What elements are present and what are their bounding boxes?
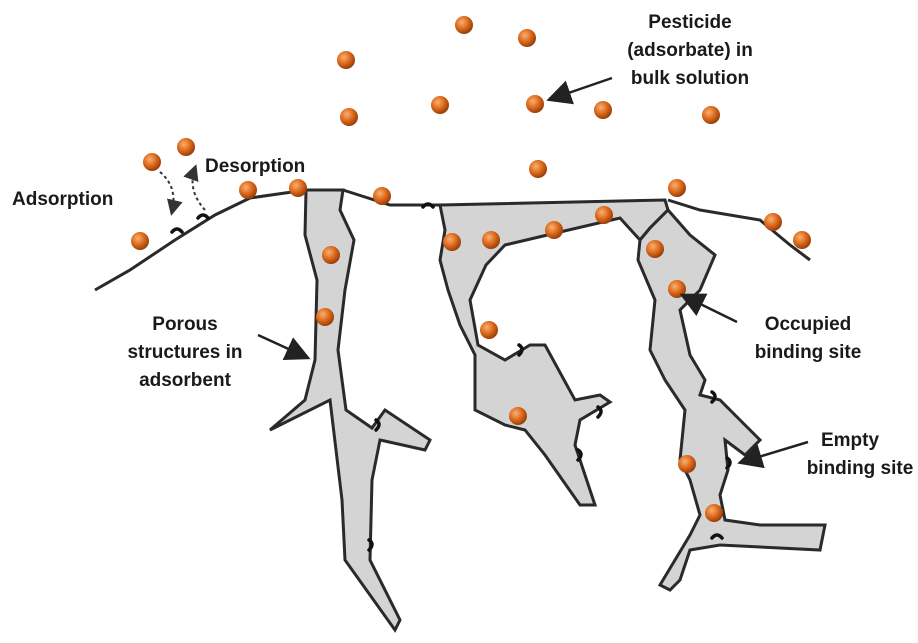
- adsorption-arrow: [160, 172, 174, 212]
- empty-label-line1: Empty: [821, 430, 880, 451]
- desorption-arrow: [193, 168, 205, 210]
- porous-arrow: [258, 335, 306, 357]
- particle: [337, 51, 355, 69]
- porous-label-line3: adsorbent: [139, 370, 232, 391]
- particle: [482, 231, 500, 249]
- particle: [322, 246, 340, 264]
- binding-site: [598, 407, 601, 417]
- occupied-label-line1: Occupied: [765, 314, 852, 335]
- pesticide-arrow: [551, 78, 612, 99]
- particle: [702, 106, 720, 124]
- pore-3: [638, 210, 825, 590]
- particle: [373, 187, 391, 205]
- particle: [764, 213, 782, 231]
- pore-1: [270, 190, 430, 630]
- particle: [595, 206, 613, 224]
- particle: [340, 108, 358, 126]
- particle: [545, 221, 563, 239]
- particle: [526, 95, 544, 113]
- particle: [316, 308, 334, 326]
- particle: [646, 240, 664, 258]
- particle: [705, 504, 723, 522]
- particle: [518, 29, 536, 47]
- particle: [289, 179, 307, 197]
- empty-label-line2: binding site: [807, 458, 914, 479]
- particle: [793, 231, 811, 249]
- occupied-label-line2: binding site: [755, 342, 862, 363]
- adsorption-label: Adsorption: [12, 189, 113, 210]
- particle: [509, 407, 527, 425]
- binding-site: [198, 215, 208, 218]
- particle: [455, 16, 473, 34]
- particle: [529, 160, 547, 178]
- porous-label-line1: Porous: [152, 314, 217, 335]
- particle: [678, 455, 696, 473]
- particle: [594, 101, 612, 119]
- adsorption-desorption-arrows: [160, 168, 205, 212]
- porous-label-line2: structures in: [127, 342, 242, 363]
- particle: [131, 232, 149, 250]
- particle: [239, 181, 257, 199]
- particle: [177, 138, 195, 156]
- desorption-label: Desorption: [205, 156, 305, 177]
- binding-site: [172, 229, 182, 232]
- pore-2: [440, 200, 668, 505]
- porous-structures: [270, 190, 825, 630]
- pesticide-label-line2: (adsorbate) in: [627, 40, 753, 61]
- pesticide-label-line1: Pesticide: [648, 12, 731, 33]
- particle: [668, 179, 686, 197]
- particle: [480, 321, 498, 339]
- particle: [143, 153, 161, 171]
- particle: [668, 280, 686, 298]
- particle: [443, 233, 461, 251]
- binding-site: [423, 204, 433, 207]
- occupied-arrow: [684, 296, 737, 322]
- particle: [431, 96, 449, 114]
- pesticide-label-line3: bulk solution: [631, 68, 749, 89]
